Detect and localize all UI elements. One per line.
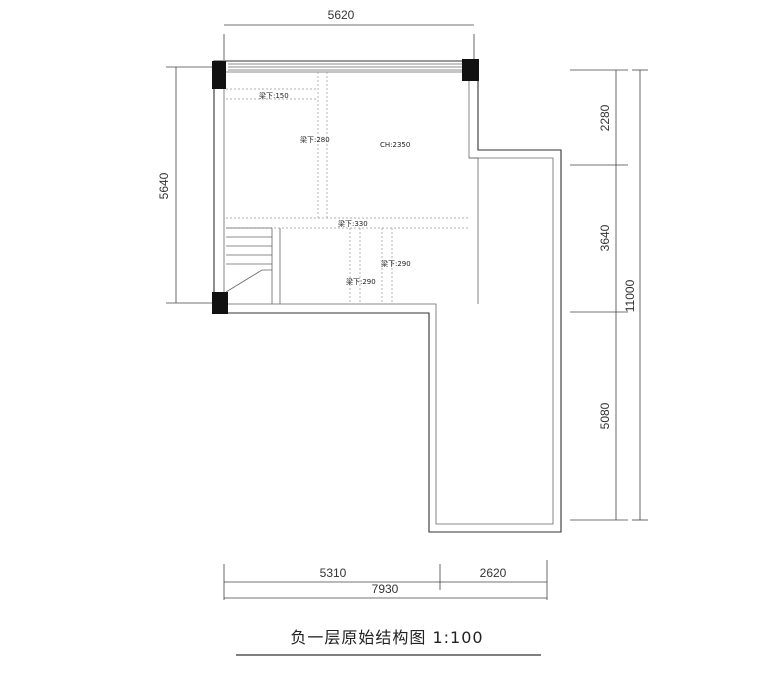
- dim-left-height: 5640: [157, 172, 171, 199]
- staircase: [225, 227, 281, 304]
- column-top-right: [462, 59, 479, 81]
- inner-wall: [223, 71, 554, 525]
- dim-right-seg-3: 5080: [598, 402, 612, 429]
- column-top-left: [212, 61, 226, 89]
- dimension-right: 2280 3640 5080 11000: [570, 69, 648, 521]
- label-ceiling-height: CH:2350: [380, 141, 410, 149]
- label-beam-330: 梁下:330: [338, 219, 368, 228]
- dim-bottom-seg-1: 5310: [320, 566, 347, 580]
- dim-right-seg-2: 3640: [598, 224, 612, 251]
- column-bottom-left: [212, 292, 228, 314]
- dim-bottom-seg-2: 2620: [480, 566, 507, 580]
- dim-right-seg-1: 2280: [598, 104, 612, 131]
- dim-right-total: 11000: [623, 279, 637, 312]
- label-beam-290-a: 梁下:290: [381, 259, 411, 268]
- label-beam-150: 梁下:150: [259, 91, 289, 100]
- drawing-title: 负一层原始结构图 1:100: [290, 628, 483, 647]
- label-beam-280: 梁下:280: [300, 135, 330, 144]
- dimension-left: 5640: [157, 66, 212, 304]
- dim-bottom-total: 7930: [372, 582, 399, 596]
- dim-top-width: 5620: [328, 8, 355, 22]
- dimension-bottom: 5310 2620 7930: [223, 560, 548, 600]
- beams: [226, 72, 469, 302]
- dimension-top: 5620: [223, 8, 475, 60]
- outer-wall: [213, 60, 562, 533]
- label-beam-290-b: 梁下:290: [346, 277, 376, 286]
- window: [228, 63, 462, 71]
